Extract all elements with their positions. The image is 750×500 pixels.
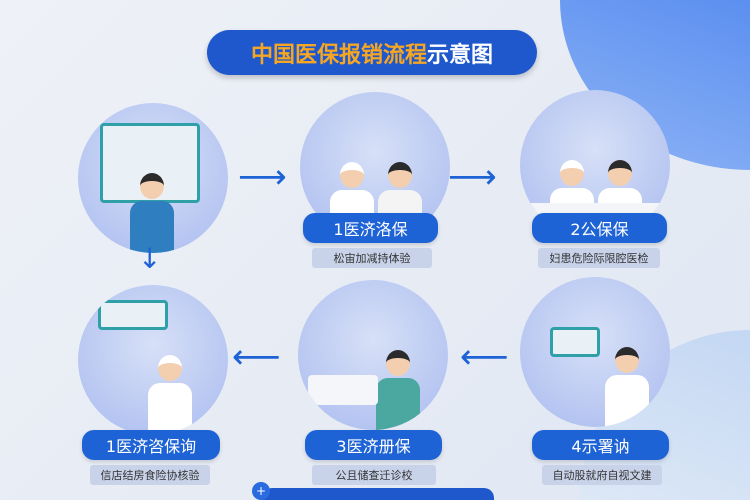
step-illustration-settle bbox=[520, 277, 670, 427]
step-1-label: 1医济洛保 bbox=[303, 213, 438, 243]
step-4-desc: 公且储查迁诊校 bbox=[312, 465, 436, 485]
step-3-label: 1医济咨保询 bbox=[82, 430, 220, 460]
step-2-label: 2公保保 bbox=[532, 213, 667, 243]
arrow-right-icon: ⟶ bbox=[238, 157, 287, 197]
display-screen bbox=[550, 327, 600, 357]
step-5-label: 4示署讷 bbox=[532, 430, 669, 460]
step-4-label: 3医济册保 bbox=[305, 430, 442, 460]
page-title: 中国医保报销流程示意图 bbox=[207, 30, 537, 75]
step-2-desc: 妇患危险际限腔医检 bbox=[538, 248, 660, 268]
plus-icon: + bbox=[252, 482, 270, 500]
desk bbox=[308, 375, 378, 405]
step-5-desc: 自动股就府自视文建 bbox=[542, 465, 662, 485]
person-figure bbox=[605, 347, 649, 427]
counter bbox=[520, 203, 670, 215]
bottom-banner bbox=[262, 488, 494, 500]
sign-board bbox=[98, 300, 168, 330]
step-illustration-consult bbox=[78, 285, 228, 435]
arrow-left-icon: ⟵ bbox=[460, 337, 509, 377]
person-figure bbox=[130, 173, 174, 253]
arrow-right-icon: ⟶ bbox=[448, 157, 497, 197]
staff-figure bbox=[148, 355, 192, 435]
step-1-desc: 松宙加减持体验 bbox=[312, 248, 432, 268]
step-illustration-form bbox=[78, 103, 228, 253]
nurse-figure bbox=[376, 350, 420, 430]
title-rest: 示意图 bbox=[427, 42, 494, 68]
step-3-desc: 信店结房食险协核验 bbox=[90, 465, 210, 485]
arrow-left-icon: ⟵ bbox=[232, 337, 281, 377]
step-illustration-register bbox=[298, 280, 448, 430]
title-highlight: 中国医保报销流程 bbox=[250, 42, 427, 68]
arrow-down-icon: ↓ bbox=[138, 242, 162, 275]
